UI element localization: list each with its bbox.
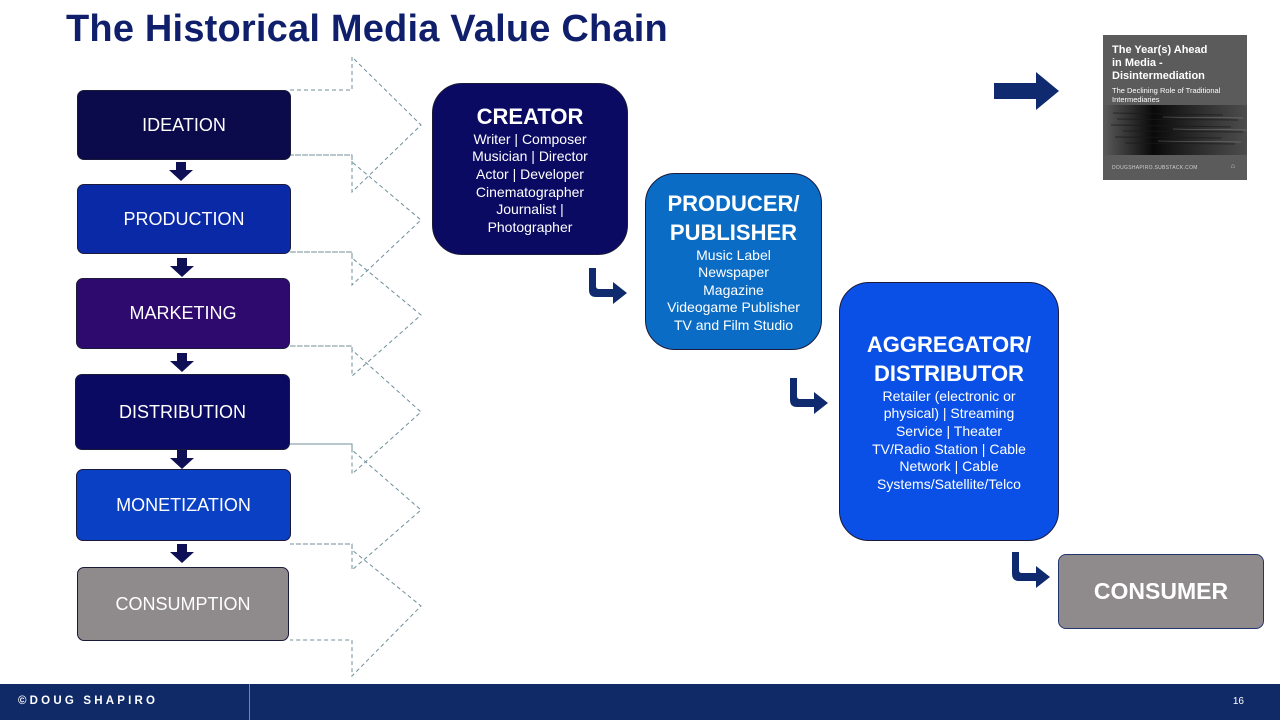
stage-distribution: DISTRIBUTION: [75, 374, 290, 450]
down-arrow-icon: [170, 258, 194, 277]
footer-brand: ©DOUG SHAPIRO: [18, 695, 159, 707]
dashed-chevrons: [290, 55, 422, 678]
producer-publisher-box: PRODUCER/ PUBLISHER Music Label Newspape…: [645, 173, 822, 350]
right-arrow-icon: [994, 72, 1059, 110]
stage-monetization-label: MONETIZATION: [116, 494, 251, 515]
aggregator-distributor-title: AGGREGATOR/ DISTRIBUTOR: [866, 331, 1032, 386]
stage-distribution-label: DISTRIBUTION: [118, 401, 246, 422]
stage-ideation: IDEATION: [77, 90, 291, 160]
down-arrow-icon: [170, 353, 194, 372]
footer-divider: [249, 684, 250, 720]
creator-description: Writer | Composer Musician | Director Ac…: [472, 130, 588, 235]
stage-ideation-label: IDEATION: [142, 114, 226, 135]
consumer-title: CONSUMER: [1093, 578, 1229, 604]
cover-artwork: [1103, 35, 1247, 180]
footer-bar: ©DOUG SHAPIRO 16: [0, 684, 1280, 720]
consumer-box: CONSUMER: [1058, 554, 1264, 629]
turn-right-arrow-icon: [589, 268, 627, 304]
creator-box: CREATOR Writer | Composer Musician | Dir…: [432, 83, 628, 255]
stage-marketing-label: MARKETING: [129, 303, 237, 323]
aggregator-distributor-description: Retailer (electronic or physical) | Stre…: [872, 387, 1026, 492]
down-arrow-icon: [170, 544, 194, 563]
stage-marketing: MARKETING: [76, 278, 290, 349]
aggregator-distributor-box: AGGREGATOR/ DISTRIBUTOR Retailer (electr…: [839, 282, 1059, 541]
stage-production: PRODUCTION: [77, 184, 291, 254]
down-arrow-icon: [170, 450, 194, 469]
turn-right-arrow-icon: [790, 378, 828, 414]
page-number: 16: [1232, 696, 1244, 707]
article-cover-thumbnail[interactable]: The Year(s) Ahead in Media - Disintermed…: [1103, 35, 1247, 180]
down-arrow-icon: [169, 162, 193, 181]
stage-consumption-label: CONSUMPTION: [115, 593, 251, 614]
stage-production-label: PRODUCTION: [123, 208, 245, 229]
substack-logo-icon: ⌂: [1230, 163, 1235, 170]
creator-title: CREATOR: [476, 103, 584, 129]
producer-publisher-title: PRODUCER/ PUBLISHER: [667, 190, 800, 245]
producer-publisher-description: Music Label Newspaper Magazine Videogame…: [667, 246, 800, 333]
slide-title: The Historical Media Value Chain: [66, 8, 668, 50]
cover-url: DOUGSHAPIRO.SUBSTACK.COM: [1112, 165, 1198, 171]
cover-subtitle: The Declining Role of Traditional Interm…: [1112, 86, 1221, 104]
turn-right-arrow-icon: [1012, 552, 1050, 588]
stage-consumption: CONSUMPTION: [77, 567, 289, 641]
cover-title: The Year(s) Ahead in Media - Disintermed…: [1112, 44, 1208, 82]
stage-monetization: MONETIZATION: [76, 469, 291, 541]
